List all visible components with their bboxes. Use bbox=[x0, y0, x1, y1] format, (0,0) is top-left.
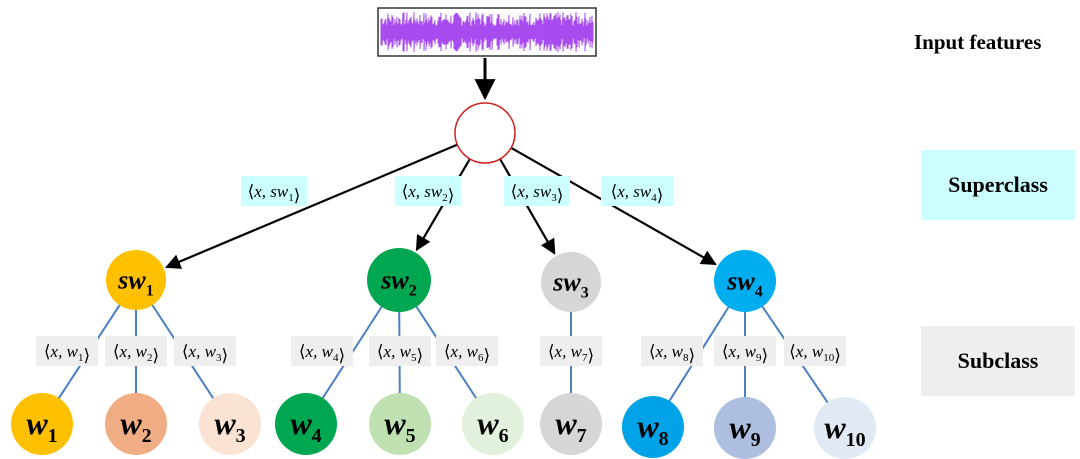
svg-text:w5: w5 bbox=[384, 405, 415, 447]
svg-text:sw4: sw4 bbox=[726, 266, 762, 300]
svg-text:⟨x, w7⟩: ⟨x, w7⟩ bbox=[548, 342, 594, 365]
superclass-edge-label-2: ⟨x, sw2⟩ bbox=[395, 176, 461, 206]
svg-text:w3: w3 bbox=[214, 405, 245, 447]
svg-text:⟨x, w10⟩: ⟨x, w10⟩ bbox=[789, 342, 841, 365]
svg-text:sw3: sw3 bbox=[552, 267, 588, 301]
subclass-edge-label-2: ⟨x, w2⟩ bbox=[105, 336, 167, 366]
subclass-node-5: w5 bbox=[369, 393, 431, 455]
svg-text:w7: w7 bbox=[555, 405, 586, 447]
nodes-layer: sw1 sw2 sw3 sw4 w1 w2 w3 w4 w5 w6 w7 w8 w9 w10 bbox=[11, 102, 876, 459]
svg-text:⟨x, w6⟩: ⟨x, w6⟩ bbox=[444, 342, 490, 365]
subclass-node-3: w3 bbox=[199, 393, 261, 455]
superclass-edge-3 bbox=[499, 158, 556, 255]
svg-text:⟨x, w3⟩: ⟨x, w3⟩ bbox=[182, 342, 228, 365]
svg-text:sw2: sw2 bbox=[380, 265, 416, 299]
svg-text:⟨x, sw4⟩: ⟨x, sw4⟩ bbox=[611, 182, 664, 205]
svg-text:⟨x, sw1⟩: ⟨x, sw1⟩ bbox=[248, 182, 301, 205]
svg-text:w8: w8 bbox=[637, 408, 668, 450]
svg-text:w1: w1 bbox=[26, 405, 57, 447]
superclass-edge-label-1: ⟨x, sw1⟩ bbox=[241, 176, 307, 206]
edge-labels-layer: ⟨x, sw1⟩ ⟨x, sw2⟩ ⟨x, sw3⟩ ⟨x, sw4⟩ ⟨x, w1⟩ ⟨… bbox=[36, 176, 846, 366]
subclass-edge-label-4: ⟨x, w4⟩ bbox=[291, 336, 353, 366]
subclass-edge-label-1: ⟨x, w1⟩ bbox=[36, 336, 98, 366]
superclass-node-2: sw2 bbox=[367, 248, 431, 312]
svg-text:⟨x, w9⟩: ⟨x, w9⟩ bbox=[722, 342, 768, 365]
superclass-legend-box: Superclass bbox=[921, 150, 1075, 220]
superclass-edge-label-3: ⟨x, sw3⟩ bbox=[504, 176, 570, 206]
superclass-node-4: sw4 bbox=[714, 250, 776, 312]
superclass-edge-4 bbox=[510, 146, 717, 266]
subclass-edge-label-5: ⟨x, w5⟩ bbox=[369, 336, 431, 366]
edges-layer bbox=[41, 58, 846, 429]
subclass-node-7: w7 bbox=[540, 393, 602, 455]
svg-text:sw1: sw1 bbox=[117, 265, 153, 299]
subclass-edge-label-7: ⟨x, w7⟩ bbox=[540, 336, 602, 366]
svg-text:w6: w6 bbox=[477, 405, 508, 447]
superclass-edge-label-4: ⟨x, sw4⟩ bbox=[601, 176, 673, 206]
input-features-label: Input features bbox=[914, 30, 1042, 54]
svg-text:w2: w2 bbox=[120, 405, 151, 447]
subclass-edge-label-3: ⟨x, w3⟩ bbox=[174, 336, 236, 366]
svg-text:w9: w9 bbox=[729, 409, 760, 451]
svg-text:⟨x, sw3⟩: ⟨x, sw3⟩ bbox=[511, 182, 564, 205]
subclass-node-4: w4 bbox=[275, 393, 337, 455]
subclass-edge-label-10: ⟨x, w10⟩ bbox=[784, 336, 846, 366]
root-node bbox=[454, 102, 516, 164]
svg-text:⟨x, w4⟩: ⟨x, w4⟩ bbox=[299, 342, 345, 365]
svg-text:⟨x, w5⟩: ⟨x, w5⟩ bbox=[377, 342, 423, 365]
subclass-node-1: w1 bbox=[11, 393, 73, 455]
superclass-edge-1 bbox=[164, 143, 458, 269]
subclass-edge-label-8: ⟨x, w8⟩ bbox=[641, 336, 703, 366]
svg-text:w10: w10 bbox=[824, 409, 865, 451]
subclass-node-10: w10 bbox=[814, 397, 876, 459]
superclass-node-1: sw1 bbox=[106, 250, 166, 310]
subclass-node-2: w2 bbox=[105, 393, 167, 455]
svg-text:⟨x, sw2⟩: ⟨x, sw2⟩ bbox=[402, 182, 455, 205]
subclass-edge-label-9: ⟨x, w9⟩ bbox=[714, 336, 776, 366]
subclass-legend-box: Subclass bbox=[921, 326, 1075, 396]
svg-text:⟨x, w1⟩: ⟨x, w1⟩ bbox=[44, 342, 90, 365]
subclass-node-8: w8 bbox=[622, 396, 684, 458]
subclass-edge-label-6: ⟨x, w6⟩ bbox=[436, 336, 498, 366]
superclass-node-3: sw3 bbox=[541, 252, 601, 312]
input-feature-waveform bbox=[377, 7, 597, 57]
svg-text:w4: w4 bbox=[290, 405, 321, 447]
svg-text:⟨x, w8⟩: ⟨x, w8⟩ bbox=[649, 342, 695, 365]
svg-text:⟨x, w2⟩: ⟨x, w2⟩ bbox=[113, 342, 159, 365]
subclass-node-6: w6 bbox=[462, 393, 524, 455]
subclass-node-9: w9 bbox=[714, 397, 776, 459]
